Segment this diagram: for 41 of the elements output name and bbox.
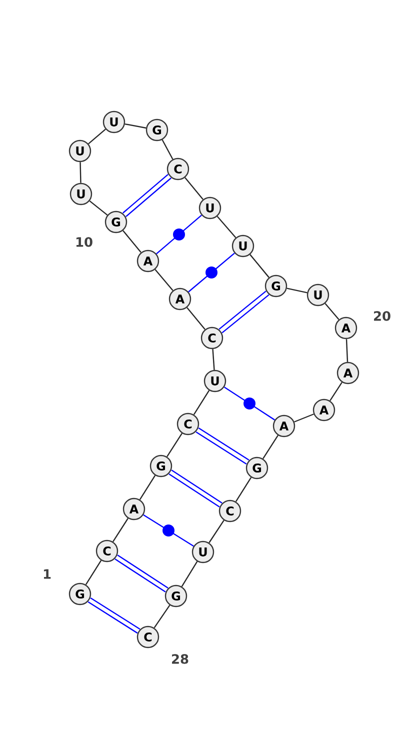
backbone-line xyxy=(216,216,236,238)
backbone-line xyxy=(154,604,170,628)
backbone-line xyxy=(286,288,308,294)
backbone-line xyxy=(330,382,342,402)
backbone-line xyxy=(294,414,314,422)
backbone-line xyxy=(181,561,198,587)
position-number: 1 xyxy=(44,569,51,579)
base-pair-line xyxy=(156,214,202,254)
backbone-line xyxy=(162,139,174,160)
backbone-line xyxy=(186,307,206,330)
backbone-line xyxy=(212,349,215,370)
backbone-line xyxy=(154,269,174,291)
base-pair-line xyxy=(114,554,168,592)
backbone-line xyxy=(80,162,82,183)
backbone-line xyxy=(184,177,204,200)
base-pair-line xyxy=(218,290,270,334)
base-pair-line xyxy=(122,174,172,218)
base-pair-line xyxy=(88,597,140,634)
backbone-line xyxy=(122,230,142,253)
backbone-line xyxy=(166,433,182,457)
base-pair-line xyxy=(168,470,222,508)
backbone-line xyxy=(85,560,102,585)
position-number: 20 xyxy=(374,311,390,321)
backbone-line xyxy=(208,520,224,544)
base-pair-line xyxy=(196,427,250,465)
backbone-line xyxy=(89,200,108,216)
backbone-line xyxy=(235,477,252,502)
backbone-line xyxy=(88,128,106,144)
backbone-line xyxy=(124,123,146,129)
backbone-line xyxy=(262,435,278,459)
base-pair-line xyxy=(143,514,194,547)
backbone-line xyxy=(346,339,348,362)
backbone-line xyxy=(324,303,340,320)
backbone-line xyxy=(250,254,270,278)
position-number: 10 xyxy=(76,237,92,247)
base-pair-line xyxy=(188,252,235,292)
base-pair-line xyxy=(224,386,276,420)
backbone-line xyxy=(193,390,210,415)
position-number: 28 xyxy=(172,654,188,664)
backbone-line xyxy=(112,518,128,542)
backbone-line xyxy=(139,475,156,500)
